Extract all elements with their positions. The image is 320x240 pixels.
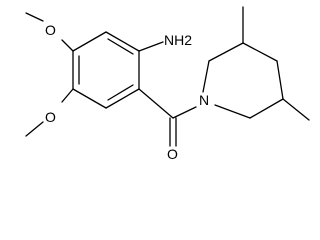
chemical-structure: NH2 N O O O	[25, 6, 310, 162]
piperidine-ring	[202, 6, 310, 121]
piperidine-bond-2	[208, 42, 244, 62]
ring-bond-4	[72, 88, 107, 109]
benzene-ring	[72, 31, 140, 109]
amine-bond	[138, 41, 164, 52]
ring-double-bond-2	[107, 84, 134, 101]
methoxy-bottom-bond	[61, 88, 74, 103]
methyl-right-bond	[282, 98, 310, 121]
methoxy-top-methyl-bond	[25, 12, 44, 22]
methoxy-top-oxygen-label: O	[45, 22, 56, 38]
ring-nitrogen-label: N	[199, 92, 209, 108]
carbonyl-nitrogen-bond	[172, 106, 197, 119]
ring-bond-6	[72, 31, 107, 52]
piperidine-bond-5	[249, 98, 284, 119]
methoxy-top-bond	[61, 39, 74, 52]
ring-double-bond-1	[107, 38, 134, 55]
amine-label: NH2	[164, 32, 192, 48]
atom-labels: NH2 N O O O	[45, 22, 209, 162]
methoxy-bottom-methyl-bond	[25, 121, 44, 137]
ring-bond-3	[105, 88, 140, 109]
methoxy-bottom-oxygen-label: O	[45, 109, 56, 125]
piperidine-bond-4	[276, 60, 284, 100]
piperidine-bond-6	[214, 104, 251, 119]
piperidine-bond-3	[242, 42, 278, 62]
carbonyl-group	[138, 88, 197, 147]
aryl-carbonyl-bond	[138, 88, 174, 119]
carbonyl-oxygen-label: O	[167, 146, 178, 162]
substituent-bonds	[25, 12, 164, 137]
piperidine-bond-1	[202, 60, 210, 93]
ring-bond-1	[105, 31, 140, 52]
